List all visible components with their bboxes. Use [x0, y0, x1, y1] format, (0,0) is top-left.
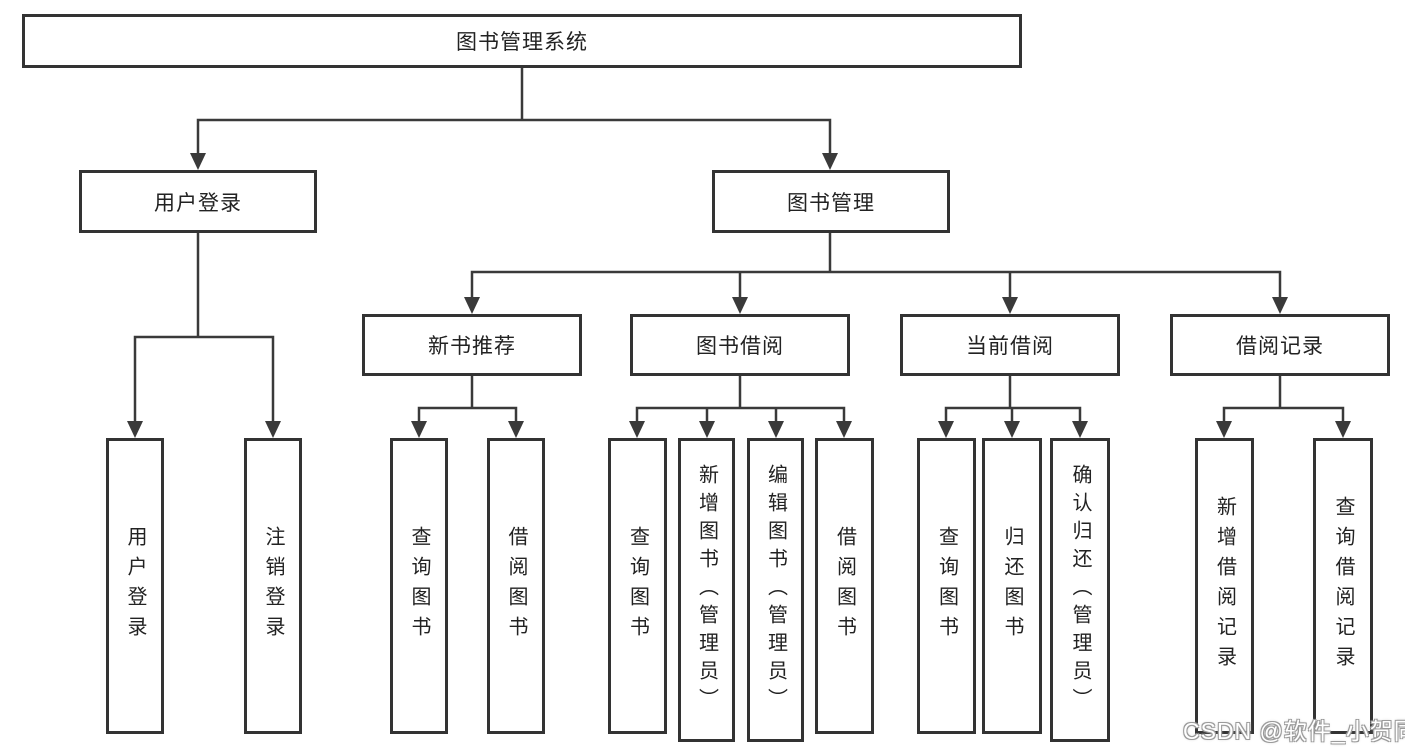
node-leaf-add-books-admin: 新增图书（管理员） — [678, 438, 735, 742]
node-library-management-system: 图书管理系统 — [22, 14, 1022, 68]
node-new-book-recommend: 新书推荐 — [362, 314, 582, 376]
node-label: 借阅记录 — [1236, 335, 1324, 358]
node-label: 用户登录 — [124, 526, 146, 646]
node-leaf-confirm-return-admin: 确认归还（管理员） — [1050, 438, 1110, 742]
node-label: 借阅图书 — [833, 526, 856, 646]
node-label: 注销登录 — [262, 526, 284, 646]
node-leaf-return-books: 归还图书 — [982, 438, 1042, 734]
node-label: 新增借阅记录 — [1213, 496, 1236, 676]
node-leaf-borrow-books-2: 借阅图书 — [815, 438, 874, 734]
node-user-login-branch: 用户登录 — [79, 170, 317, 233]
node-label: 归还图书 — [1001, 526, 1023, 646]
node-label: 查询图书 — [626, 526, 649, 646]
node-leaf-query-borrow-record: 查询借阅记录 — [1313, 438, 1373, 734]
node-leaf-query-books-2: 查询图书 — [608, 438, 667, 734]
node-leaf-query-books-1: 查询图书 — [390, 438, 448, 734]
node-label: 用户登录 — [154, 191, 242, 215]
node-label: 查询借阅记录 — [1332, 496, 1354, 676]
node-label: 图书借阅 — [696, 335, 784, 358]
node-label: 编辑图书（管理员） — [764, 464, 787, 716]
node-leaf-edit-books-admin: 编辑图书（管理员） — [747, 438, 804, 742]
node-label: 确认归还（管理员） — [1069, 464, 1091, 716]
csdn-watermark: CSDN @软件_小贺同学 — [1183, 718, 1405, 744]
node-leaf-user-login: 用户登录 — [106, 438, 164, 734]
node-leaf-add-borrow-record: 新增借阅记录 — [1195, 438, 1254, 734]
node-borrowing-records: 借阅记录 — [1170, 314, 1390, 376]
node-label: 借阅图书 — [505, 526, 527, 646]
node-label: 新增图书（管理员） — [695, 464, 718, 716]
node-leaf-logout: 注销登录 — [244, 438, 302, 734]
node-label: 当前借阅 — [966, 335, 1054, 358]
node-book-borrowing: 图书借阅 — [630, 314, 850, 376]
node-label: 图书管理 — [787, 191, 875, 215]
node-label: 新书推荐 — [428, 335, 516, 358]
node-label: 查询图书 — [408, 526, 430, 646]
node-label: 查询图书 — [935, 526, 958, 646]
node-label: 图书管理系统 — [456, 31, 588, 54]
node-leaf-borrow-books-1: 借阅图书 — [487, 438, 545, 734]
node-current-borrowing: 当前借阅 — [900, 314, 1120, 376]
node-leaf-query-books-3: 查询图书 — [917, 438, 976, 734]
node-book-management-branch: 图书管理 — [712, 170, 950, 233]
